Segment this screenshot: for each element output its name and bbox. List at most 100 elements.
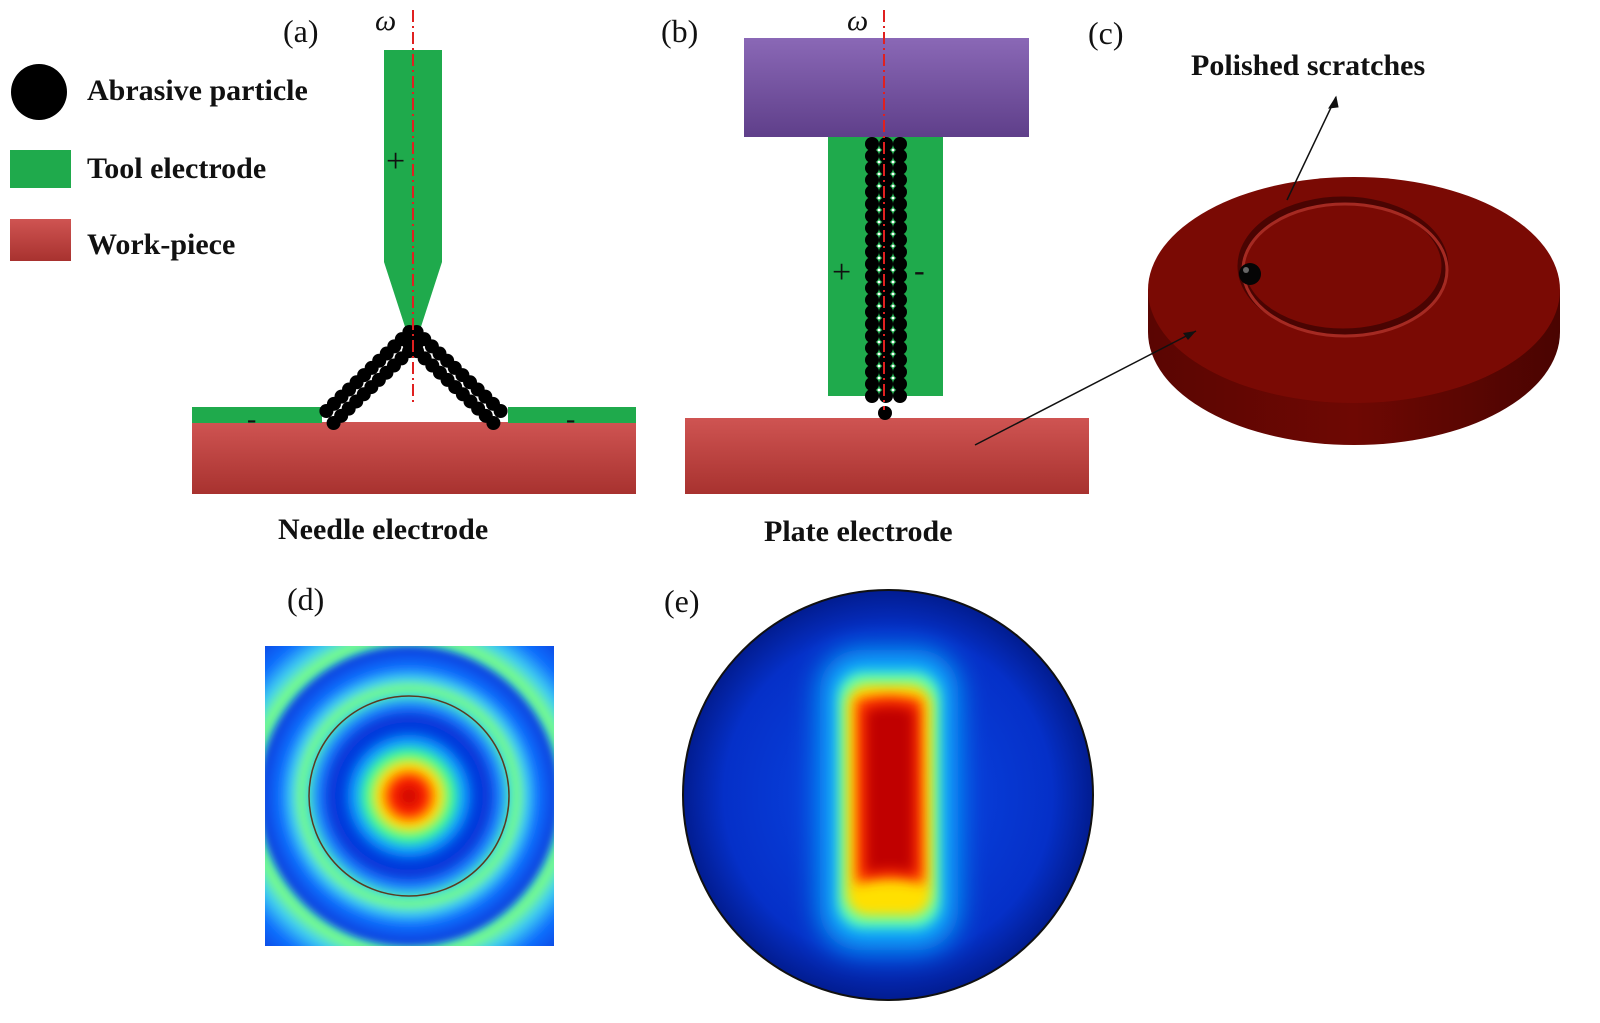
contact-point: [891, 232, 895, 236]
abrasive-particle: [893, 329, 907, 343]
abrasive-particle: [865, 389, 879, 403]
abrasive-particle-swatch: [11, 64, 67, 120]
abrasive-particle: [865, 257, 879, 271]
abrasive-particle: [326, 416, 341, 430]
abrasive-particle: [893, 305, 907, 319]
contact-point: [877, 148, 881, 152]
abrasive-particle: [893, 245, 907, 259]
legend-abrasive-label: Abrasive particle: [87, 74, 308, 107]
abrasive-particle: [319, 404, 334, 418]
abrasive-particle: [893, 365, 907, 379]
contact-point: [877, 268, 881, 272]
minus-left-a: -: [247, 404, 256, 435]
abrasive-particle: [865, 137, 879, 151]
work-piece-a: [192, 422, 636, 494]
abrasive-particle: [893, 389, 907, 403]
contact-point: [891, 208, 895, 212]
disk-outline-e: [682, 589, 1094, 1001]
contact-point: [877, 244, 881, 248]
particle-c: [1239, 263, 1261, 285]
panel-c-label: (c): [1088, 15, 1124, 51]
contact-point: [877, 352, 881, 356]
abrasive-particle: [893, 185, 907, 199]
abrasive-particle: [879, 317, 893, 331]
abrasive-particle: [878, 406, 892, 420]
abrasive-particle: [879, 353, 893, 367]
field-map-e: [683, 590, 1093, 1000]
abrasive-particle: [879, 185, 893, 199]
abrasive-particle: [879, 221, 893, 235]
contact-point: [877, 256, 881, 260]
contact-point: [891, 352, 895, 356]
abrasive-particle: [879, 293, 893, 307]
abrasive-particle: [865, 245, 879, 259]
panel-d: (d): [265, 581, 554, 946]
contact-point: [891, 340, 895, 344]
polished-scratches-label: Polished scratches: [1191, 49, 1425, 82]
contact-point: [891, 220, 895, 224]
abrasive-particle: [879, 389, 893, 403]
abrasive-particle: [865, 293, 879, 307]
contact-point: [891, 292, 895, 296]
particle-c-highlight: [1243, 267, 1249, 273]
contact-point: [891, 280, 895, 284]
field-map-d: [265, 646, 554, 946]
plus-a: +: [386, 143, 405, 180]
work-piece-swatch: [10, 219, 71, 261]
arrow-to-scratches: [1286, 96, 1337, 201]
contact-point: [877, 292, 881, 296]
panel-d-label: (d): [287, 581, 324, 617]
abrasive-particle: [865, 317, 879, 331]
abrasive-particle: [893, 293, 907, 307]
abrasive-particle: [865, 353, 879, 367]
abrasive-particle: [893, 221, 907, 235]
abrasive-particle: [879, 281, 893, 295]
side-electrode-left: [192, 407, 322, 423]
contact-point: [891, 196, 895, 200]
abrasive-particle: [879, 257, 893, 271]
arrowhead-disk: [1183, 331, 1196, 340]
abrasive-particle: [893, 137, 907, 151]
contact-point: [891, 172, 895, 176]
contact-point: [891, 268, 895, 272]
contact-point: [877, 316, 881, 320]
contact-point: [877, 376, 881, 380]
abrasive-particle: [865, 185, 879, 199]
abrasive-particle: [879, 233, 893, 247]
legend-tool-electrode-label: Tool electrode: [87, 152, 266, 185]
panel-c: (c) Polished scratches: [974, 15, 1560, 446]
contact-point: [891, 184, 895, 188]
contact-point: [877, 388, 881, 392]
panel-b-label: (b): [661, 13, 698, 49]
abrasive-particle: [893, 257, 907, 271]
abrasive-particle: [879, 137, 893, 151]
particle-chains-a: [319, 325, 508, 430]
abrasive-particle: [893, 341, 907, 355]
side-electrode-right: [508, 407, 636, 423]
scratch-groove-shadow: [1237, 196, 1449, 336]
holder-b: [744, 38, 1029, 137]
abrasive-particle: [865, 341, 879, 355]
arrow-workpiece-to-disk: [974, 330, 1197, 446]
abrasive-particle: [893, 377, 907, 391]
contact-point: [891, 376, 895, 380]
abrasive-particle: [865, 305, 879, 319]
panel-b: (b) ω + - Plate electrode: [661, 4, 1089, 548]
abrasive-particle: [893, 269, 907, 283]
abrasive-particle: [879, 209, 893, 223]
minus-b: -: [914, 252, 925, 288]
abrasive-particle: [486, 416, 501, 430]
contact-point: [891, 328, 895, 332]
contact-point: [877, 160, 881, 164]
contact-point: [891, 244, 895, 248]
contact-point: [877, 208, 881, 212]
abrasive-particle: [879, 377, 893, 391]
abrasive-particle: [893, 173, 907, 187]
arrowhead-scratches: [1328, 95, 1339, 109]
abrasive-particle: [893, 281, 907, 295]
contact-point: [877, 280, 881, 284]
abrasive-particle: [865, 209, 879, 223]
panel-a-omega: ω: [375, 4, 396, 37]
legend-work-piece-label: Work-piece: [87, 228, 235, 261]
